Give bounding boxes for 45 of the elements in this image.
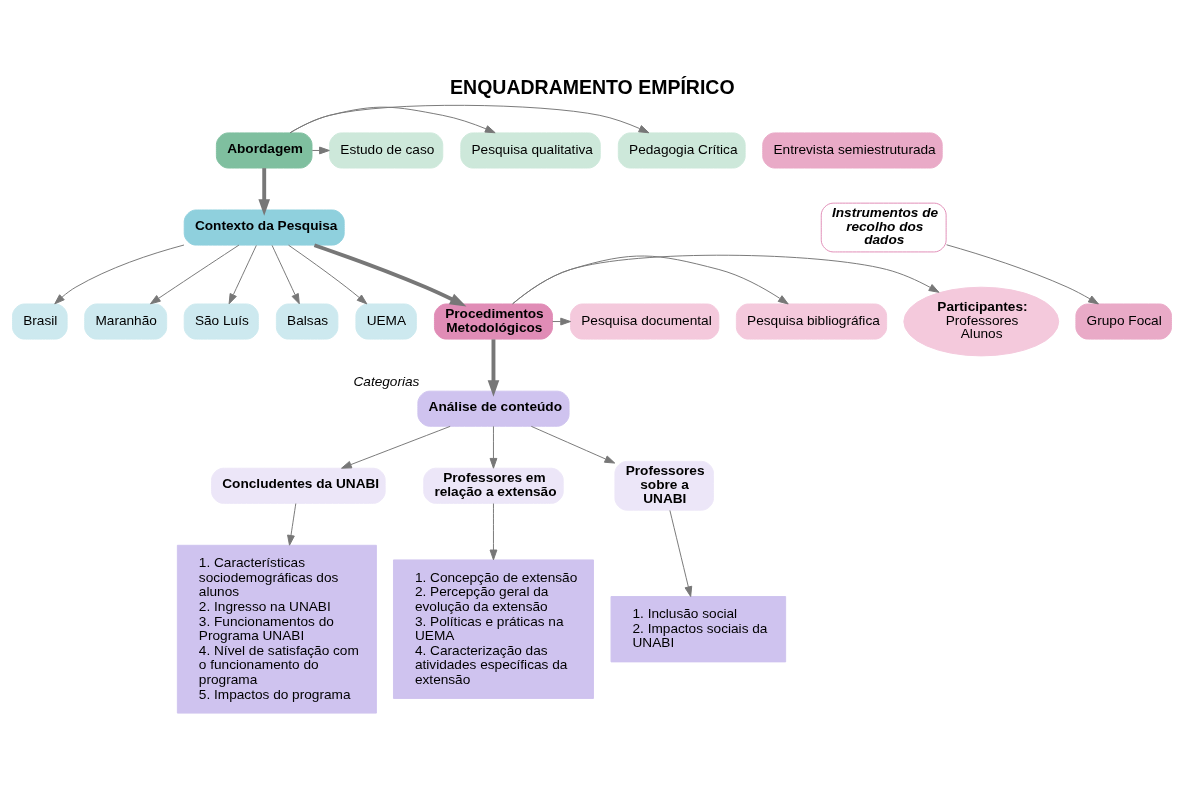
node-box: Professores em relação a extensão (423, 467, 564, 504)
node-box: Entrevista semiestruturada (762, 132, 943, 169)
arrow (287, 503, 297, 546)
arrow (271, 244, 300, 305)
diagram-title: ENQUADRAMENTO EMPÍRICO (450, 76, 735, 99)
arrow (669, 509, 693, 597)
node-box: Contexto da Pesquisa (183, 209, 345, 246)
node-box: Procedimentos Metodológicos (433, 303, 553, 340)
node-box: Pesquisa documental (570, 303, 720, 340)
node-box: São Luís (183, 303, 259, 340)
node-box: Instrumentos de recolho dos dados (820, 202, 947, 253)
node-box: Balsas (275, 303, 339, 340)
arrow (487, 339, 500, 397)
node-box: Brasil (12, 303, 68, 340)
arrow (489, 425, 498, 469)
node-box: Pesquisa qualitativa (460, 132, 601, 169)
arrow (228, 244, 257, 305)
node-box: Abordagem (215, 132, 313, 169)
node-box: Pedagogia Crítica (617, 132, 746, 169)
node-box: UEMA (355, 303, 417, 340)
arrow (946, 244, 1099, 305)
arrow (341, 425, 451, 469)
node-box: Maranhão (84, 303, 168, 340)
node-box: Concludentes da UNABI (211, 467, 386, 504)
arrow (311, 146, 330, 155)
node-box: Análise de conteúdo (417, 390, 570, 427)
arrow (512, 255, 789, 305)
arrow (313, 243, 467, 307)
arrow (288, 244, 368, 305)
node-box: Grupo Focal (1075, 303, 1172, 340)
node-box: Professores sobre a UNABI (614, 460, 714, 511)
arrow (289, 106, 496, 134)
node-box: Estudo de caso (329, 132, 444, 169)
node-box: 1. Características sociodemográficas dos alunos 2. Ingresso na UNABI 3. Funcionamentos do Programa UNABI 4. Nível de satisfação com o funcionamento do programa 5. Impactos do programa (176, 544, 377, 714)
arrow (530, 425, 616, 464)
node-label: Categorias (353, 374, 420, 390)
arrow (289, 104, 650, 134)
arrow (258, 168, 271, 216)
arrow (489, 503, 498, 561)
arrow (512, 254, 940, 305)
node-box: 1. Inclusão social 2. Impactos sociais da UNABI (610, 596, 787, 663)
node-box: Pesquisa bibliográfica (735, 303, 888, 340)
node-box: 1. Concepção de extensão 2. Percepção geral da evolução da extensão 3. Políticas e práticas na UEMA 4. Caracterização das atividades específicas da extensão (393, 559, 594, 699)
arrow (149, 244, 240, 305)
arrow (54, 244, 185, 305)
